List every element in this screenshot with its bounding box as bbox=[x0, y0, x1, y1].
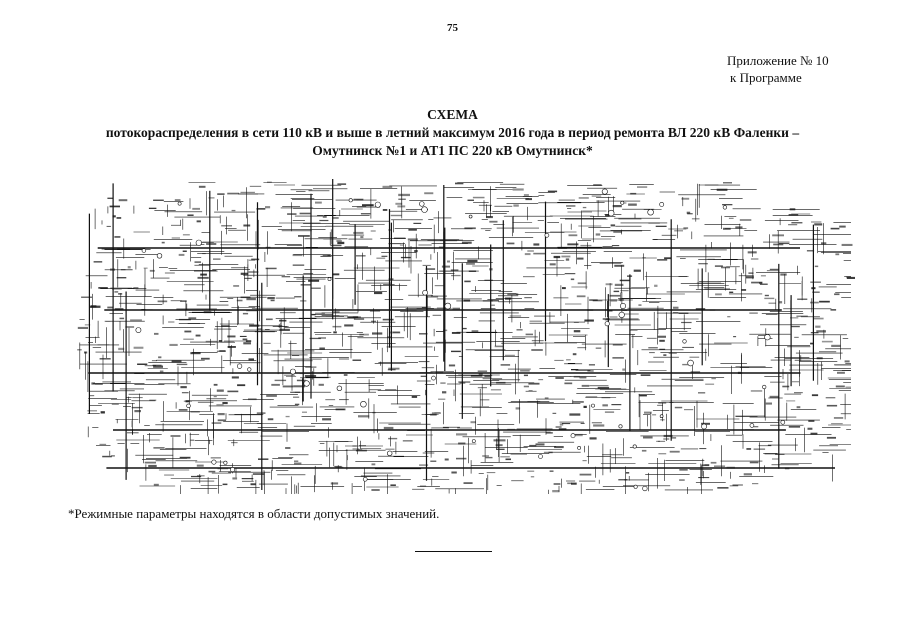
end-rule bbox=[415, 551, 492, 552]
appendix-header: Приложение № 10 к Программе bbox=[727, 52, 829, 86]
scheme-nodes bbox=[135, 188, 786, 492]
title-line-3: Омутнинск №1 и АТ1 ПС 220 кВ Омутнинск* bbox=[312, 143, 593, 158]
appendix-line-1: Приложение № 10 bbox=[727, 53, 829, 68]
scheme-lines bbox=[79, 179, 851, 494]
title-line-1: СХЕМА bbox=[427, 107, 478, 122]
document-title: СХЕМА потокораспределения в сети 110 кВ … bbox=[0, 106, 905, 160]
scheme-label-texture bbox=[77, 182, 855, 493]
power-flow-scheme bbox=[55, 168, 855, 498]
footnote: *Режимные параметры находятся в области … bbox=[68, 506, 440, 521]
appendix-line-2: к Программе bbox=[730, 70, 802, 85]
title-line-2: потокораспределения в сети 110 кВ и выше… bbox=[105, 125, 800, 140]
page-number: 75 bbox=[447, 22, 458, 34]
scheme-drawing bbox=[77, 179, 855, 494]
